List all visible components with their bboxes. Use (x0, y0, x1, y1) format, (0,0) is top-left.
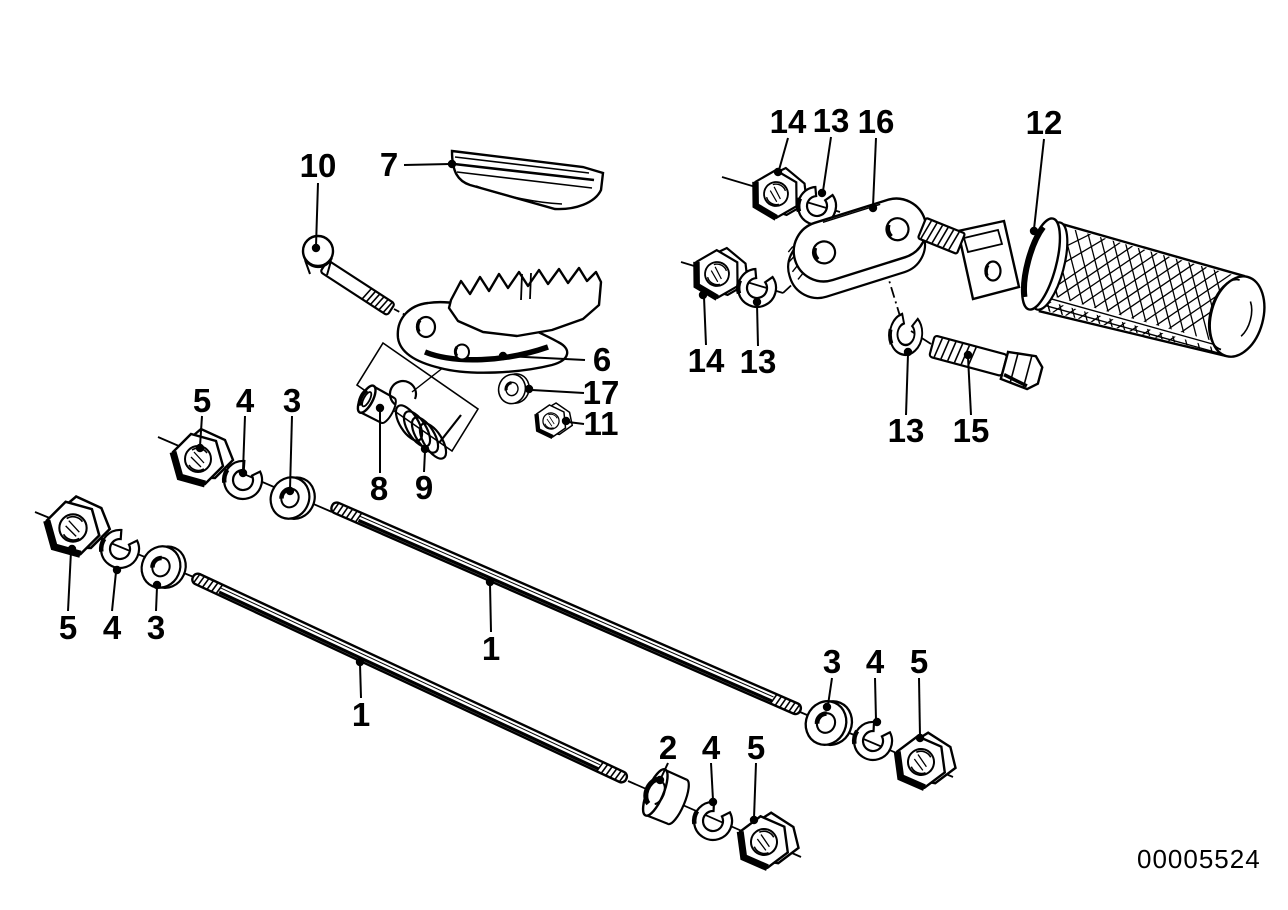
spring-subassembly-box (355, 341, 480, 453)
callout-5-a[interactable]: 5 (193, 382, 211, 419)
callout-14-a[interactable]: 14 (770, 103, 807, 140)
callout-leader-lines (67, 136, 1045, 825)
part-4-lock-washer-right (848, 717, 897, 766)
callout-5-c[interactable]: 5 (747, 729, 765, 766)
callout-4-b[interactable]: 4 (103, 609, 122, 646)
callout-4-d[interactable]: 4 (866, 643, 885, 680)
callout-labels: 10 7 6 17 11 8 9 5 4 3 5 4 3 1 1 2 4 5 3… (59, 102, 1063, 766)
callout-1-a[interactable]: 1 (482, 630, 500, 667)
part-16-link-plate (787, 197, 928, 300)
callout-13-c[interactable]: 13 (888, 412, 925, 449)
drawing-number: 00005524 (1137, 844, 1261, 874)
callout-3-b[interactable]: 3 (147, 609, 165, 646)
callout-13-a[interactable]: 13 (813, 102, 850, 139)
callout-5-d[interactable]: 5 (910, 643, 928, 680)
callout-16[interactable]: 16 (858, 103, 895, 140)
callout-4-a[interactable]: 4 (236, 382, 255, 419)
callout-2[interactable]: 2 (659, 729, 677, 766)
callout-9[interactable]: 9 (415, 469, 433, 506)
part-15-hex-bolt (928, 334, 1044, 391)
part-6-footrest-bracket (396, 266, 603, 374)
part-1-footrest-rod-lower (191, 572, 629, 784)
part-1-footrest-rod-upper (330, 501, 803, 716)
callout-13-b[interactable]: 13 (740, 343, 777, 380)
callout-11[interactable]: 11 (584, 405, 619, 442)
callout-1-b[interactable]: 1 (352, 696, 370, 733)
part-12-footrest-peg-grip (917, 217, 1266, 358)
callout-5-b[interactable]: 5 (59, 609, 77, 646)
callout-10[interactable]: 10 (300, 147, 337, 184)
callout-6[interactable]: 6 (593, 341, 611, 378)
part-10-pivot-bolt (301, 234, 395, 316)
part-5-hex-nut-right (893, 729, 960, 792)
callout-15[interactable]: 15 (953, 412, 990, 449)
part-3-flat-washer-left-top (264, 469, 321, 527)
callout-4-c[interactable]: 4 (702, 729, 721, 766)
callout-7[interactable]: 7 (380, 146, 398, 183)
part-7-footrest-rubber-pad (450, 149, 605, 211)
callout-3-c[interactable]: 3 (823, 643, 841, 680)
callout-8[interactable]: 8 (370, 470, 388, 507)
part-2-spacer-bushing (641, 768, 690, 826)
callout-14-b[interactable]: 14 (688, 342, 725, 379)
callout-3-a[interactable]: 3 (283, 382, 301, 419)
part-3-flat-washer-left-bottom (135, 538, 192, 596)
callout-17[interactable]: 17 (583, 374, 620, 411)
part-5-hex-nut-bottom (736, 809, 803, 872)
callout-12[interactable]: 12 (1026, 104, 1063, 141)
part-8-bushing (356, 384, 397, 425)
